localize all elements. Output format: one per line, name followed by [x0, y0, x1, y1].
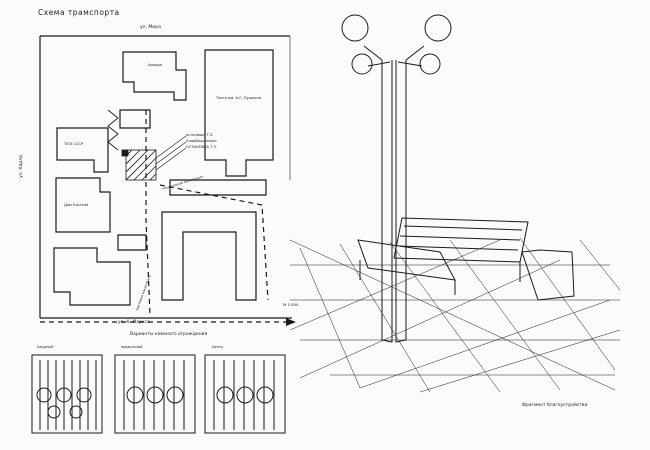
lamp-post [381, 60, 407, 343]
theatre-building [204, 49, 274, 177]
fence-variant-label: продольный [121, 345, 143, 349]
fence-variant-label: Центр [212, 345, 223, 349]
dom-building [55, 177, 111, 233]
fence-panel-longitudinal [114, 354, 196, 434]
arcade-building [122, 51, 187, 101]
fences-heading: Варианты кованого ограждения [130, 332, 208, 337]
section-marker-label: М 1:500 [283, 302, 299, 307]
dom-label: Дом Учителя [64, 203, 89, 207]
fragment-caption: Фрагмент благоустройства [522, 403, 588, 408]
tyuz-building [56, 127, 109, 173]
theatre-label: Театр им. А.С. Пушкина [216, 96, 262, 100]
central-block [161, 211, 257, 301]
tyuz-label: ТЮЗ СССР [64, 142, 84, 146]
street-left-label: ул. Карла [19, 155, 24, 178]
stop-label: остановка Т.З. [186, 133, 214, 137]
street-top-label: ул. Мира [140, 25, 161, 30]
drawing-title: Схема трамспорта [38, 8, 120, 17]
fence-panel-centre [204, 354, 286, 434]
stop-label: Кладбищенская [186, 139, 217, 143]
stop-label: ОСТАНОВКА Т.З. [186, 145, 217, 149]
street-bottom-label: ул. К. Маркса [118, 320, 150, 325]
arcade-label: Аркада [148, 63, 162, 67]
fence-panel-openwork [31, 354, 103, 434]
fence-variant-label: Ажурный [37, 345, 54, 349]
